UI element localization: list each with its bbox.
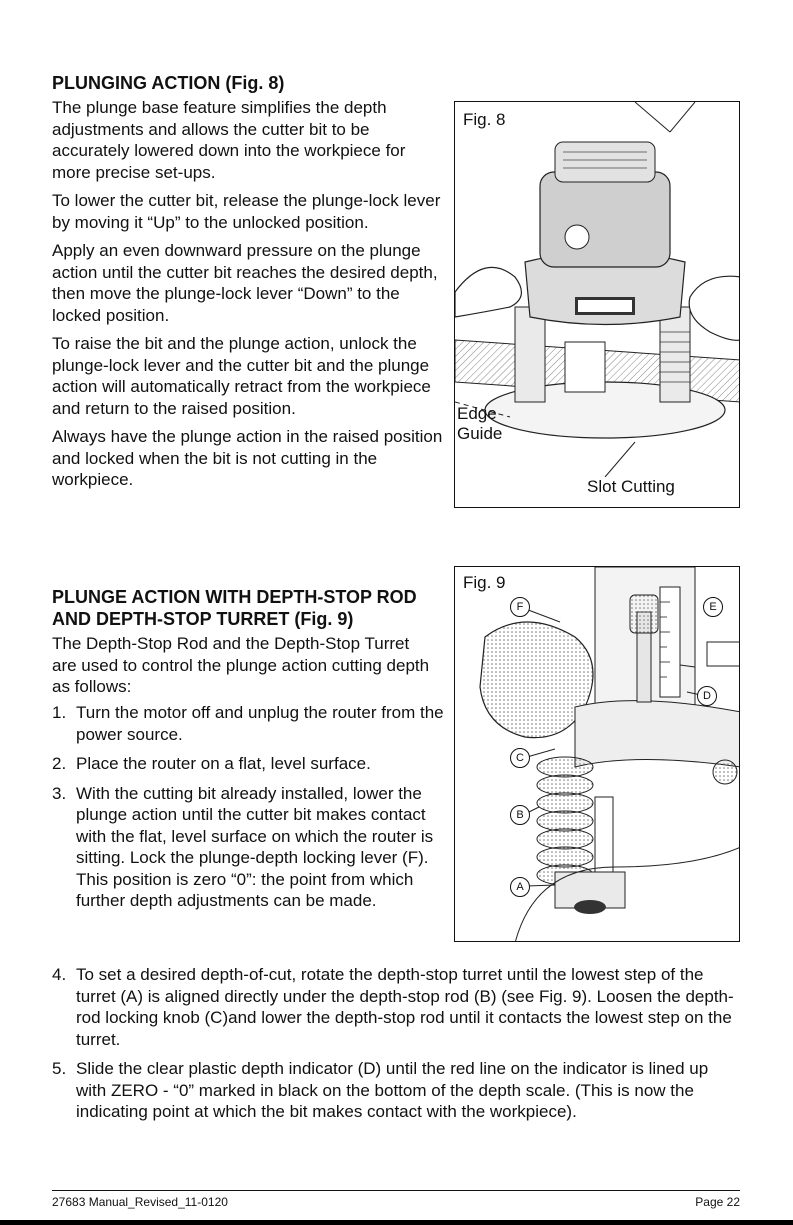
list-item: 1. Turn the motor off and unplug the rou… bbox=[52, 702, 446, 745]
list-item: 4. To set a desired depth-of-cut, rotate… bbox=[52, 964, 742, 1050]
section-heading-depth-stop: PLUNGE ACTION WITH DEPTH-STOP ROD AND DE… bbox=[52, 586, 452, 630]
paragraph: The Depth-Stop Rod and the Depth-Stop Tu… bbox=[52, 634, 430, 696]
list-text: Slide the clear plastic depth indicator … bbox=[76, 1059, 709, 1121]
section-heading-plunging-action: PLUNGING ACTION (Fig. 8) bbox=[52, 73, 285, 93]
bottom-border bbox=[0, 1220, 793, 1225]
section1-body: The plunge base feature simplifies the d… bbox=[52, 97, 444, 498]
paragraph: Always have the plunge action in the rai… bbox=[52, 427, 443, 489]
callout-f: F bbox=[510, 597, 530, 617]
callout-a: A bbox=[510, 877, 530, 897]
list-item: 2. Place the router on a flat, level sur… bbox=[52, 753, 446, 775]
list-number: 4. bbox=[52, 965, 67, 984]
paragraph: To raise the bit and the plunge action, … bbox=[52, 334, 431, 418]
figure-label: Fig. 9 bbox=[461, 573, 508, 593]
heading-line: PLUNGE ACTION WITH DEPTH-STOP ROD bbox=[52, 587, 417, 607]
paragraph: Apply an even downward pressure on the p… bbox=[52, 241, 438, 325]
list-item: 5. Slide the clear plastic depth indicat… bbox=[52, 1058, 742, 1123]
list-text: With the cutting bit already installed, … bbox=[76, 783, 434, 911]
callout-e: E bbox=[703, 597, 723, 617]
list-text: Turn the motor off and unplug the router… bbox=[76, 703, 444, 744]
figure-9: Fig. 9 F E D C B A bbox=[454, 566, 740, 942]
edge-label-line: Guide bbox=[457, 424, 503, 443]
callout-c: C bbox=[510, 748, 530, 768]
list-text: To set a desired depth-of-cut, rotate th… bbox=[76, 965, 734, 1049]
footer-page-number: Page 22 bbox=[695, 1195, 740, 1209]
footer-document-id: 27683 Manual_Revised_11-0120 bbox=[52, 1195, 228, 1209]
steps-list-lower: 4. To set a desired depth-of-cut, rotate… bbox=[52, 964, 742, 1131]
list-item: 3. With the cutting bit already installe… bbox=[52, 783, 446, 912]
slot-cutting-label: Slot Cutting bbox=[585, 477, 677, 497]
figure-8: Fig. 8 Edge Guide Slot Cutting bbox=[454, 101, 740, 508]
callout-d: D bbox=[697, 686, 717, 706]
edge-label-line: Edge bbox=[457, 404, 497, 423]
footer-divider bbox=[52, 1190, 740, 1191]
section2-intro: The Depth-Stop Rod and the Depth-Stop Tu… bbox=[52, 633, 432, 705]
steps-list-upper: 1. Turn the motor off and unplug the rou… bbox=[52, 702, 446, 920]
paragraph: To lower the cutter bit, release the plu… bbox=[52, 191, 441, 232]
router-slot-cutting-illustration bbox=[455, 102, 739, 478]
list-number: 2. bbox=[52, 754, 67, 773]
edge-guide-label: Edge Guide bbox=[455, 404, 504, 444]
list-number: 3. bbox=[52, 783, 67, 803]
depth-stop-illustration bbox=[479, 567, 739, 941]
heading-line: AND DEPTH-STOP TURRET (Fig. 9) bbox=[52, 609, 354, 629]
figure-label: Fig. 8 bbox=[461, 110, 508, 130]
callout-b: B bbox=[510, 805, 530, 825]
list-number: 1. bbox=[52, 703, 67, 722]
paragraph: The plunge base feature simplifies the d… bbox=[52, 98, 406, 182]
list-text: Place the router on a flat, level surfac… bbox=[76, 754, 371, 773]
list-number: 5. bbox=[52, 1059, 67, 1078]
